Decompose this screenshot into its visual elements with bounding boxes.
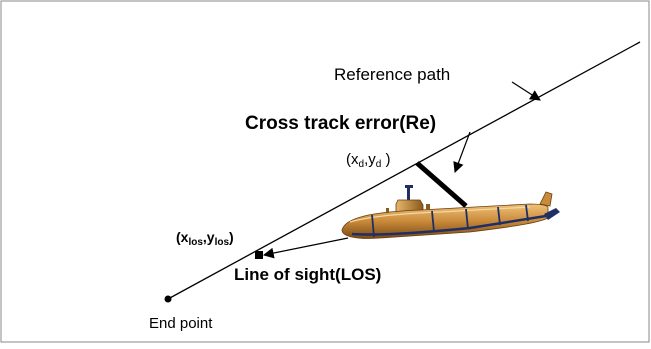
- reference-path-label: Reference path: [334, 65, 450, 84]
- cross-track-error-leader: [453, 131, 471, 174]
- reference-path-line: [167, 41, 641, 300]
- submarine-icon: [341, 185, 560, 239]
- line-of-sight-label: Line of sight(LOS): [234, 265, 381, 284]
- desired-point-label: (xd,yd ): [346, 151, 390, 170]
- line-of-sight-arrow: [262, 237, 349, 259]
- end-point-marker: [164, 295, 172, 303]
- end-point-label: End point: [149, 315, 213, 332]
- reference-path-leader: [511, 81, 541, 101]
- los-point-marker: [255, 251, 263, 259]
- cross-track-error-label: Cross track error(Re): [245, 113, 436, 134]
- cross-track-error-segment: [415, 161, 468, 208]
- los-point-label: (xlos,ylos): [176, 229, 234, 248]
